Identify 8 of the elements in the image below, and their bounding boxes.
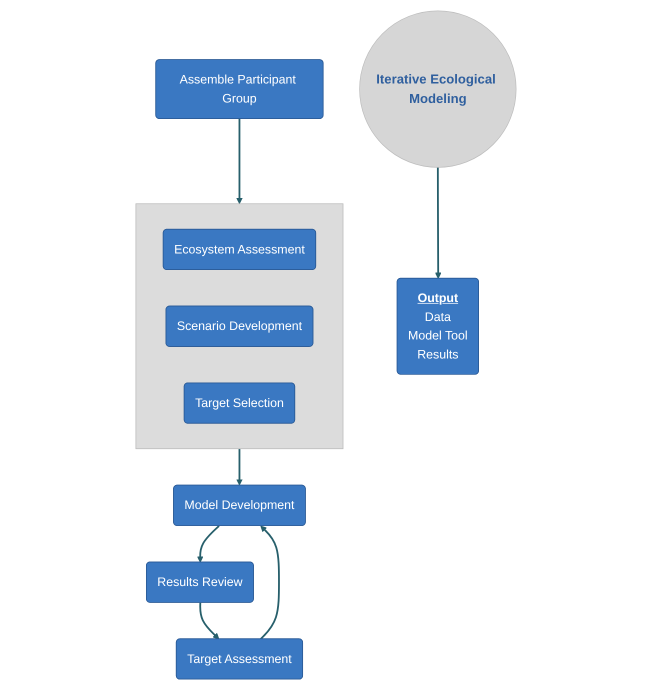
- arrow: [199, 602, 220, 639]
- arrow: [260, 525, 280, 640]
- arrow: [434, 166, 442, 278]
- arrow: [196, 524, 220, 562]
- arrow: [236, 448, 243, 485]
- cluster: [136, 202, 344, 449]
- arrow: [236, 118, 243, 204]
- node-circle: Iterative Ecological Modeling: [359, 10, 516, 168]
